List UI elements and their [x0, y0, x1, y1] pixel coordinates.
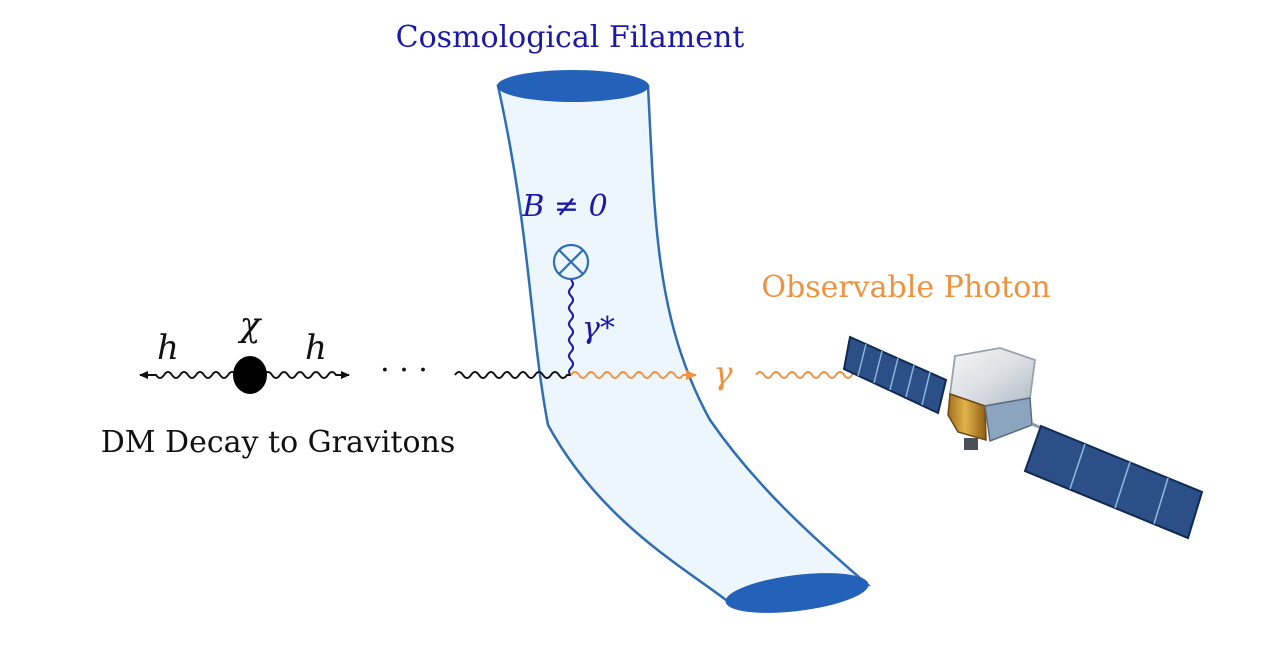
virtual-photon-label: γ* [582, 311, 615, 346]
graviton-left-line [139, 371, 237, 379]
satellite-gold-foil [947, 392, 987, 442]
field-condition-label: B ≠ 0 [521, 189, 607, 224]
graviton-to-filament-line [454, 371, 571, 379]
circled-times-icon [552, 243, 590, 281]
filament-body [496, 84, 872, 602]
satellite-right-panel [1023, 424, 1204, 540]
filament-bottom-cap [725, 573, 869, 613]
graviton-right-line [263, 371, 350, 379]
cosmological-filament [496, 70, 872, 613]
satellite-side-panel [984, 397, 1033, 443]
ellipsis: · · · [380, 353, 428, 388]
graviton-right-label: h [305, 328, 327, 368]
photon-line [570, 370, 697, 380]
satellite-base [964, 438, 978, 450]
satellite-icon [842, 335, 1204, 540]
dm-particle-label: χ [238, 305, 263, 345]
virtual-photon-line [568, 279, 574, 376]
dm-particle [233, 356, 267, 394]
photon-to-satellite-line [755, 370, 885, 380]
filament-title: Cosmological Filament [396, 20, 745, 55]
satellite-cube [949, 347, 1036, 407]
caption: DM Decay to Gravitons [101, 425, 456, 460]
filament-top-cap [497, 70, 649, 102]
photon-label: γ [713, 354, 733, 392]
dm-decay-group: χ h h · · · DM Decay to Gravitons [101, 305, 456, 460]
satellite-left-panel [842, 335, 948, 415]
observable-photon-label: Observable Photon [761, 270, 1050, 305]
graviton-left-label: h [157, 328, 179, 368]
